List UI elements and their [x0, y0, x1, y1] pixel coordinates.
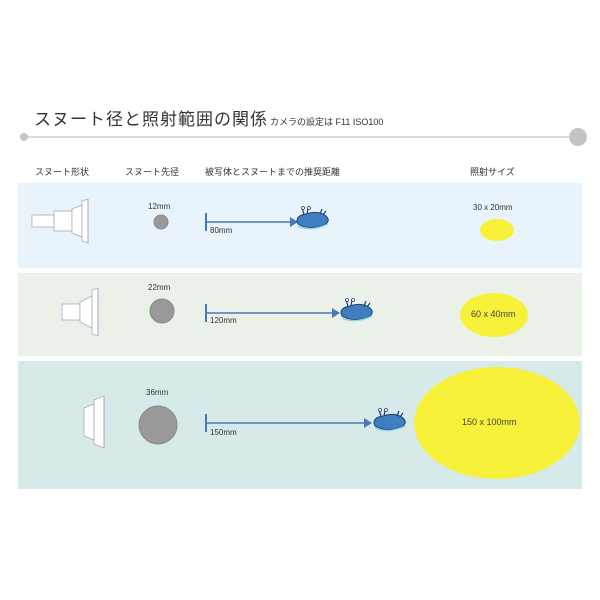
header-snoot-tip-diameter: スヌート先径: [125, 167, 180, 177]
illumination-ellipse-row1: [480, 219, 514, 241]
tip-diameter-label-row3: 36mm: [146, 388, 169, 397]
tip-diameter-label-row1: 12mm: [148, 202, 171, 211]
area-label-row1: 30 x 20mm: [473, 203, 513, 212]
arrow-head-row2: [332, 308, 340, 318]
rule-start-dot: [20, 133, 28, 141]
tip-diameter-dot-row3: [138, 405, 178, 445]
distance-label-row3: 150mm: [210, 428, 237, 437]
illumination-ellipse-row2: [460, 293, 528, 337]
arrow-head-row3: [364, 418, 372, 428]
distance-label-row1: 80mm: [210, 226, 233, 235]
distance-label-row2: 120mm: [210, 316, 237, 325]
header-snoot-shape: スヌート形状: [35, 167, 90, 177]
snoot-shape-icon-row3: [83, 395, 105, 449]
area-label-row3: 150 x 100mm: [462, 417, 517, 427]
page-title: スヌート径と照射範囲の関係: [34, 110, 268, 129]
nudibranch-icon-row2: [340, 297, 373, 322]
area-label-row2: 60 x 40mm: [471, 309, 516, 319]
arrow-head-row1: [290, 217, 298, 227]
nudibranch-icon-row1: [296, 205, 329, 230]
tip-diameter-dot-row2: [149, 298, 175, 324]
nudibranch-icon-row3: [373, 407, 406, 432]
rule-end-dot: [569, 128, 587, 146]
tip-diameter-label-row2: 22mm: [148, 283, 171, 292]
header-recommended-distance: 被写体とスヌートまでの推奨距離: [205, 167, 341, 177]
snoot-shape-icon-row1: [31, 198, 89, 244]
snoot-shape-icon-row2: [61, 287, 99, 337]
camera-settings-note: カメラの設定は F11 ISO100: [270, 117, 384, 127]
header-illumination-size: 照射サイズ: [470, 167, 515, 177]
tip-diameter-dot-row1: [153, 214, 169, 230]
illumination-ellipse-row3: [414, 367, 580, 479]
